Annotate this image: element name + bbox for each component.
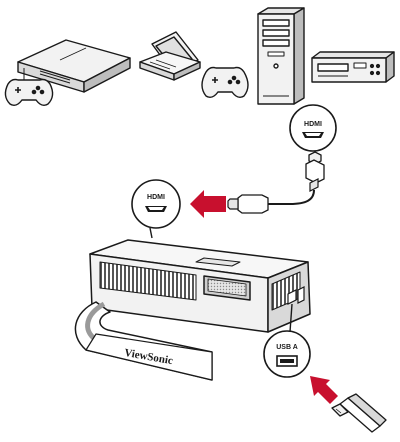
usb-arrow (310, 376, 338, 404)
projector-body (89, 239, 311, 333)
gamepad-icon (4, 68, 54, 107)
hdmi-arrow (190, 190, 226, 218)
projector-stand (74, 301, 213, 381)
hdmi-cable (227, 151, 325, 214)
hdmi-source-label: HDMI (304, 121, 322, 128)
usb-a-label: USB A (276, 344, 298, 351)
projector-usb-port (287, 286, 305, 305)
game-console-icon (17, 39, 131, 93)
hdmi-source-callout (289, 104, 337, 152)
usb-flash-drive-icon (331, 393, 387, 433)
gamepad-icon (201, 66, 249, 99)
hdmi-projector-callout (131, 179, 181, 239)
laptop-icon (139, 31, 201, 81)
hdmi-projector-label: HDMI (147, 194, 165, 201)
desktop-tower-icon (257, 7, 305, 105)
vcr-icon (311, 51, 395, 83)
usb-a-callout (263, 303, 311, 378)
